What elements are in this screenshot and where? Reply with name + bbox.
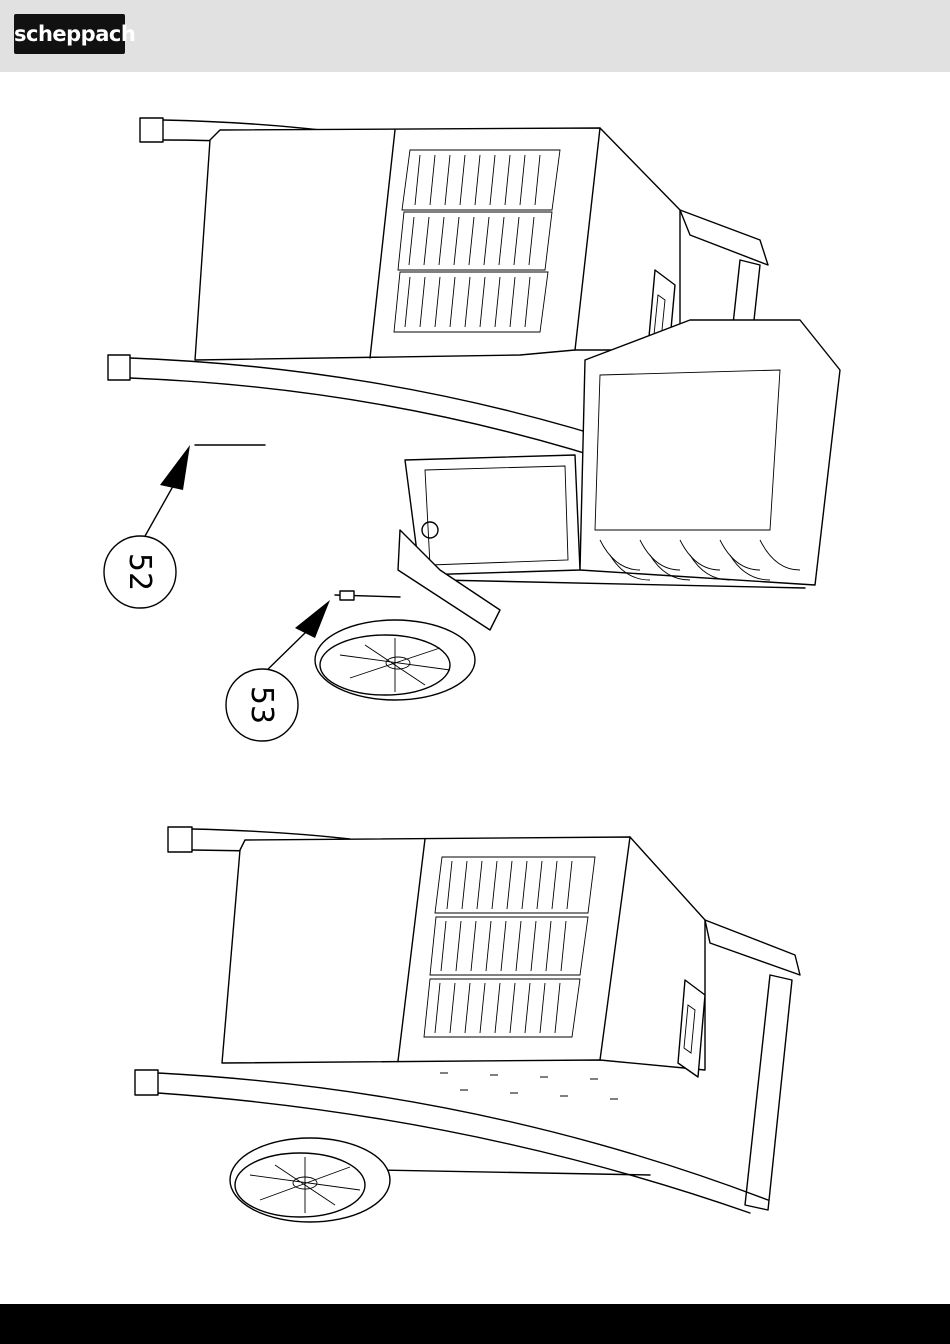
brand-logo: scheppach — [14, 14, 125, 54]
rear-panel — [580, 320, 840, 585]
page-footer-bar — [0, 1304, 950, 1344]
callout-52-number: 52 — [122, 553, 157, 591]
wheel — [315, 620, 475, 700]
assembly-drawing-svg: 52 53 — [0, 100, 950, 760]
housing-body — [195, 128, 680, 360]
assembled-unit-svg — [0, 815, 950, 1255]
side-handle-cap — [108, 355, 130, 380]
handle-end-cap — [140, 118, 163, 142]
callout-53-number: 53 — [244, 686, 279, 724]
side-handle-cap — [135, 1070, 158, 1095]
water-tank — [405, 455, 580, 575]
callout-52: 52 — [104, 445, 265, 608]
page-header: scheppach — [0, 0, 950, 72]
brand-logo-text: scheppach — [14, 14, 125, 54]
front-handle-bar — [745, 975, 792, 1210]
assembly-drawing-step-b — [0, 815, 950, 1255]
assembly-drawing-step-a: 52 53 — [0, 100, 950, 760]
wheel — [230, 1138, 390, 1222]
housing-body — [222, 837, 705, 1070]
handle-end-cap — [168, 827, 192, 852]
